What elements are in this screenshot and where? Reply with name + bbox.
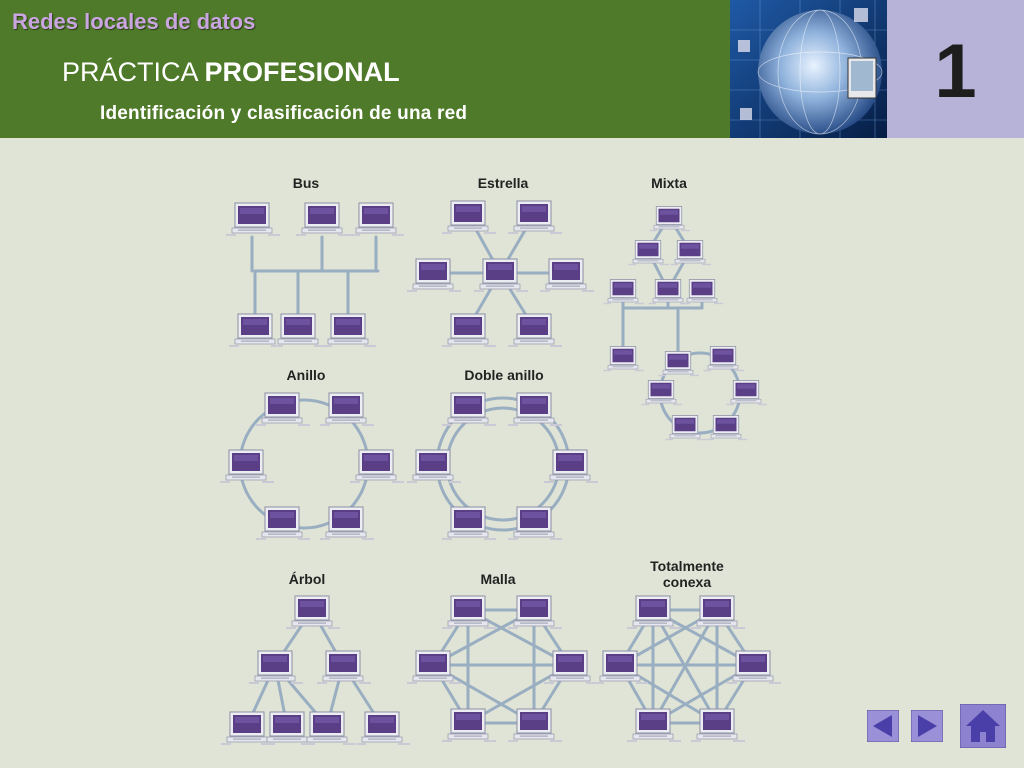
computer-icon xyxy=(322,313,376,347)
unit-band: 1 xyxy=(887,0,1024,138)
computer-icon xyxy=(703,346,744,372)
computer-icon xyxy=(691,708,745,742)
computer-icon xyxy=(474,258,528,292)
house-icon xyxy=(959,703,1007,749)
label-arbol: Árbol xyxy=(289,571,326,587)
computer-icon xyxy=(220,449,274,483)
computer-icon xyxy=(670,240,711,266)
computer-icon xyxy=(648,279,689,305)
practice-title: PRÁCTICA PROFESIONAL xyxy=(62,57,400,88)
double-ring-inner xyxy=(445,406,561,522)
computer-icon xyxy=(221,711,275,745)
computer-icon xyxy=(706,415,747,441)
computer-icon xyxy=(442,313,496,347)
label-conexa: conexa xyxy=(663,574,711,590)
computer-icon xyxy=(442,392,496,426)
computer-icon xyxy=(508,200,562,234)
computer-icon xyxy=(603,346,644,372)
computer-icon xyxy=(628,240,669,266)
globe-network-image xyxy=(730,0,887,138)
computer-icon xyxy=(508,595,562,629)
computer-icon xyxy=(229,313,283,347)
computer-icon xyxy=(540,258,594,292)
computer-icon xyxy=(356,711,410,745)
topologies-diagram: Bus Estrella Mixta Anillo Doble anillo Á… xyxy=(200,160,820,760)
previous-button[interactable] xyxy=(866,709,900,743)
label-doble-anillo: Doble anillo xyxy=(464,367,543,383)
practice-subtitle: Identificación y clasificación de una re… xyxy=(100,103,468,124)
label-bus: Bus xyxy=(293,175,320,191)
computer-icon xyxy=(301,711,355,745)
computer-icon xyxy=(641,380,682,406)
globe-illustration xyxy=(730,0,887,138)
computer-icon xyxy=(407,258,461,292)
computer-icon xyxy=(544,449,598,483)
computer-icon xyxy=(508,392,562,426)
header: Redes locales de datos PRÁCTICA PROFESIO… xyxy=(0,0,1024,138)
computer-icon xyxy=(350,202,404,236)
practice-title-bold: PROFESIONAL xyxy=(204,57,400,87)
computer-icon xyxy=(226,202,280,236)
network-nodes xyxy=(220,200,781,745)
computer-icon xyxy=(320,392,374,426)
computer-icon xyxy=(508,708,562,742)
computer-icon xyxy=(320,506,374,540)
computer-icon xyxy=(508,313,562,347)
computer-icon xyxy=(682,279,723,305)
computer-icon xyxy=(286,595,340,629)
label-totalmente: Totalmente xyxy=(650,558,724,574)
label-anillo: Anillo xyxy=(287,367,326,383)
computer-icon xyxy=(442,595,496,629)
topologies-svg: Bus Estrella Mixta Anillo Doble anillo Á… xyxy=(220,175,781,745)
computer-icon xyxy=(649,206,690,232)
computer-icon xyxy=(442,708,496,742)
computer-icon xyxy=(296,202,350,236)
course-title: Redes locales de datos xyxy=(12,9,256,34)
computer-icon xyxy=(256,506,310,540)
computer-icon xyxy=(442,200,496,234)
next-button[interactable] xyxy=(910,709,944,743)
practice-title-normal: PRÁCTICA xyxy=(62,57,198,87)
computer-icon xyxy=(350,449,404,483)
computer-icon xyxy=(658,351,699,377)
computer-icon xyxy=(727,650,781,684)
computer-icon xyxy=(317,650,371,684)
computer-icon xyxy=(594,650,648,684)
triangle-right-icon xyxy=(910,709,944,743)
computer-icon xyxy=(256,392,310,426)
computer-icon xyxy=(272,313,326,347)
computer-icon xyxy=(627,595,681,629)
title-band: Redes locales de datos PRÁCTICA PROFESIO… xyxy=(0,0,730,138)
label-mixta: Mixta xyxy=(651,175,687,191)
computer-icon xyxy=(665,415,706,441)
computer-icon xyxy=(627,708,681,742)
label-estrella: Estrella xyxy=(478,175,529,191)
computer-icon xyxy=(407,449,461,483)
topology-labels: Bus Estrella Mixta Anillo Doble anillo Á… xyxy=(287,175,724,590)
computer-icon xyxy=(508,506,562,540)
label-malla: Malla xyxy=(480,571,515,587)
computer-icon xyxy=(603,279,644,305)
computer-icon xyxy=(249,650,303,684)
unit-number: 1 xyxy=(934,29,977,114)
computer-icon xyxy=(691,595,745,629)
triangle-left-icon xyxy=(866,709,900,743)
home-button[interactable] xyxy=(959,703,1007,749)
computer-icon xyxy=(544,650,598,684)
computer-icon xyxy=(442,506,496,540)
computer-icon xyxy=(726,380,767,406)
computer-icon xyxy=(407,650,461,684)
